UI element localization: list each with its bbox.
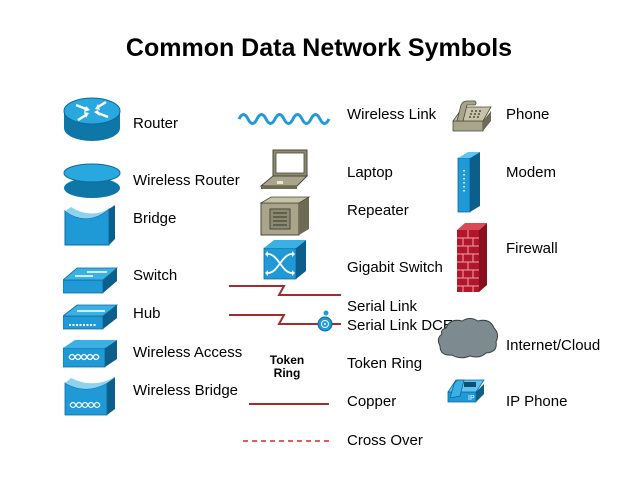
bridge-icon <box>64 205 115 246</box>
gigabit-switch-icon <box>263 240 306 280</box>
cross-over-line-icon <box>243 440 333 442</box>
serial-link-icon <box>229 285 341 296</box>
page-title: Common Data Network Symbols <box>125 34 513 62</box>
label-wireless-access: Wireless Access <box>133 344 243 361</box>
label-serial-link-dce: Serial Link DCE <box>347 317 453 334</box>
wireless-bridge-icon <box>64 377 115 416</box>
label-repeater: Repeater <box>347 202 409 219</box>
token-ring-icon-line2: Ring <box>273 366 301 380</box>
label-router: Router <box>133 115 179 132</box>
token-ring-icon-line1: Token <box>269 353 305 367</box>
switch-icon <box>63 267 119 294</box>
wireless-link-icon <box>237 113 331 125</box>
label-ip-phone: IP Phone <box>506 393 568 410</box>
label-cross-over: Cross Over <box>347 432 423 449</box>
label-token-ring: Token Ring <box>347 355 423 372</box>
serial-link-dce-icon <box>229 310 341 332</box>
label-wireless-bridge: Wireless Bridge <box>133 382 239 399</box>
modem-icon <box>457 152 480 213</box>
label-firewall: Firewall <box>506 240 558 257</box>
ip-phone-badge: IP <box>468 395 475 402</box>
cloud-icon <box>437 318 499 359</box>
router-icon <box>63 97 121 141</box>
label-wireless-link: Wireless Link <box>347 106 437 123</box>
firewall-icon <box>457 223 487 292</box>
phone-icon <box>452 100 492 132</box>
label-internet-cloud: Internet/Cloud <box>506 337 601 354</box>
token-ring-icon: Token Ring <box>262 354 312 380</box>
label-serial-link: Serial Link <box>347 298 418 315</box>
wireless-router-icon <box>63 163 121 198</box>
label-laptop: Laptop <box>347 164 393 181</box>
label-phone: Phone <box>506 106 550 123</box>
label-modem: Modem <box>506 164 557 181</box>
ip-phone-icon: IP <box>447 379 485 403</box>
copper-line-icon <box>249 403 329 405</box>
label-copper: Copper <box>347 393 397 410</box>
label-switch: Switch <box>133 267 178 284</box>
label-bridge: Bridge <box>133 210 177 227</box>
hub-icon <box>63 304 119 330</box>
laptop-icon <box>259 149 309 189</box>
label-hub: Hub <box>133 305 161 322</box>
label-gigabit-switch: Gigabit Switch <box>347 259 443 276</box>
wireless-access-icon <box>63 340 117 368</box>
repeater-icon <box>259 196 311 236</box>
label-wireless-router: Wireless Router <box>133 172 240 189</box>
